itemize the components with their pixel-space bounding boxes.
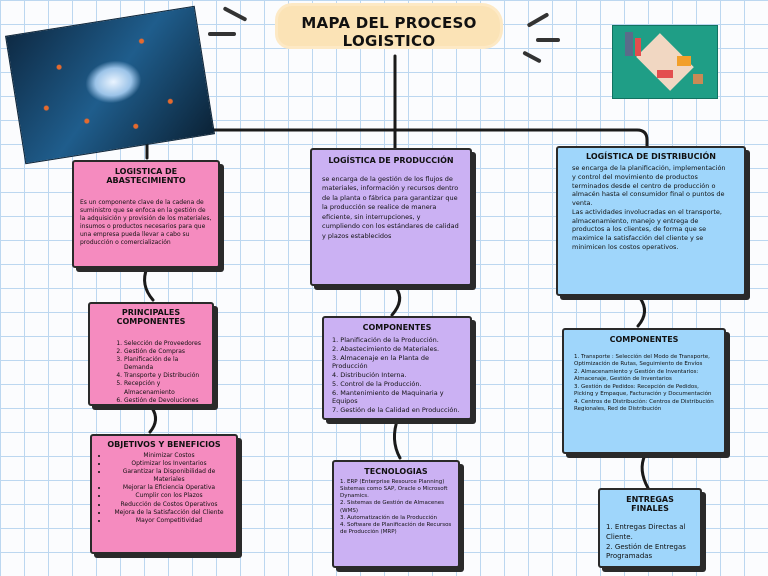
title-banner: MAPA DEL PROCESO LOGISTICO bbox=[278, 6, 500, 50]
list-item: 1. ERP (Enterprise Resource Planning) Si… bbox=[340, 479, 448, 500]
componentes-prod-title: COMPONENTES bbox=[362, 323, 432, 332]
objetivos-title: OBJETIVOS Y BENEFICIOS bbox=[107, 440, 221, 449]
list-item: Minimizar Costos bbox=[108, 452, 230, 460]
list-item: 4. Distribución Interna. bbox=[332, 371, 407, 380]
list-item: 1. Planificación de la Producción. bbox=[332, 336, 439, 344]
abastecimiento-title: LOGISTICA DE ABASTECIMIENTO bbox=[106, 167, 186, 185]
produccion-node: LOGÍSTICA DE PRODUCCIÓN se encarga de la… bbox=[310, 148, 472, 286]
list-item: Optimizar los Inventarios bbox=[108, 460, 230, 468]
list-item: 2. Sistemas de Gestión de Almacenes (WMS… bbox=[340, 500, 444, 514]
list-item: Cumplir con los Plazos bbox=[108, 492, 230, 500]
list-item: 2. Almacenamiento y Gestión de Inventari… bbox=[574, 368, 699, 383]
list-item: Selección de Proveedores bbox=[124, 340, 206, 348]
list-item: Reducción de Costos Operativos bbox=[108, 501, 230, 509]
componentes-dist-node: COMPONENTES 1. Transporte : Selección de… bbox=[562, 328, 726, 454]
list-item: 1. Entregas Directas al Cliente. bbox=[606, 523, 686, 541]
produccion-title: LOGÍSTICA DE PRODUCCIÓN bbox=[328, 156, 454, 165]
list-item: 3. Automatización de la Producción bbox=[340, 514, 437, 521]
componentes-dist-title: COMPONENTES bbox=[609, 335, 679, 344]
componentes-prod-node: COMPONENTES 1. Planificación de la Produ… bbox=[322, 316, 472, 420]
entregas-title: ENTREGAS FINALES bbox=[626, 495, 674, 513]
list-item: Gestión de Compras bbox=[124, 348, 206, 356]
title-dash bbox=[208, 32, 236, 36]
list-item: 4. Software de Planificación de Recursos… bbox=[340, 521, 452, 535]
tecnologias-node: TECNOLOGIAS 1. ERP (Enterprise Resource … bbox=[332, 460, 460, 568]
list-item: 2. Gestión de Entregas Programadas bbox=[606, 542, 686, 561]
componentes-dist-list: 1. Transporte : Selección del Modo de Tr… bbox=[574, 354, 714, 413]
list-item: Mejorar la Eficiencia Operativa bbox=[108, 484, 230, 492]
distribucion-text-2: Las actividades involucradas en el trans… bbox=[572, 207, 722, 251]
abastecimiento-text: Es un componente clave de la cadena de s… bbox=[80, 199, 212, 247]
objetivos-list: Minimizar Costos Optimizar los Inventari… bbox=[98, 452, 230, 525]
list-item: 5. Control de la Producción. bbox=[332, 379, 422, 388]
list-item: Transporte y Distribución bbox=[124, 372, 206, 380]
list-item: Planificación de la Demanda bbox=[124, 356, 206, 372]
list-item: 3. Almacenaje en la Planta de Producción bbox=[332, 353, 429, 371]
list-item: 1. Transporte : Selección del Modo de Tr… bbox=[574, 354, 710, 368]
list-item: 6. Mantenimiento de Maquinaria y Equipos bbox=[332, 388, 444, 406]
title-dash bbox=[536, 38, 560, 42]
componentes-prod-list: 1. Planificación de la Producción. 2. Ab… bbox=[332, 336, 462, 415]
page-title: MAPA DEL PROCESO LOGISTICO bbox=[301, 14, 477, 50]
produccion-text: se encarga de la gestión de los flujos d… bbox=[322, 175, 459, 240]
objetivos-node: OBJETIVOS Y BENEFICIOS Minimizar Costos … bbox=[90, 434, 238, 554]
abastecimiento-node: LOGISTICA DE ABASTECIMIENTO Es un compon… bbox=[72, 160, 220, 268]
list-item: Mejora de la Satisfacción del Cliente bbox=[108, 509, 230, 517]
entregas-node: ENTREGAS FINALES 1. Entregas Directas al… bbox=[598, 488, 702, 568]
logistics-isometric-image bbox=[612, 25, 718, 99]
distribucion-node: LOGÍSTICA DE DISTRIBUCIÓN se encarga de … bbox=[556, 146, 746, 296]
list-item: 2. Abastecimiento de Materiales. bbox=[332, 344, 440, 353]
componentes-abast-title: PRINCIPALES COMPONENTES bbox=[116, 308, 186, 326]
list-item: Gestión de Devoluciones bbox=[124, 397, 206, 404]
list-item: 3. Gestión de Pedidos: Recepción de Pedi… bbox=[574, 383, 712, 398]
entregas-list: 1. Entregas Directas al Cliente. 2. Gest… bbox=[606, 523, 694, 562]
tecnologias-title: TECNOLOGIAS bbox=[364, 467, 428, 476]
componentes-abast-list: Selección de Proveedores Gestión de Comp… bbox=[96, 340, 206, 404]
tecnologias-list: 1. ERP (Enterprise Resource Planning) Si… bbox=[340, 479, 452, 536]
list-item: 4. Centros de Distribución: Centros de D… bbox=[574, 398, 714, 412]
list-item: 7. Gestión de la Calidad en Producción. bbox=[332, 406, 460, 415]
distribucion-text: se encarga de la planificación, implemen… bbox=[572, 164, 726, 208]
list-item: Mayor Competitividad bbox=[108, 517, 230, 525]
componentes-abast-node: PRINCIPALES COMPONENTES Selección de Pro… bbox=[88, 302, 214, 406]
list-item: Garantizar la Disponibilidad de Material… bbox=[108, 468, 230, 484]
distribucion-title: LOGÍSTICA DE DISTRIBUCIÓN bbox=[586, 152, 716, 161]
list-item: Recepción y Almacenamiento bbox=[124, 380, 206, 396]
